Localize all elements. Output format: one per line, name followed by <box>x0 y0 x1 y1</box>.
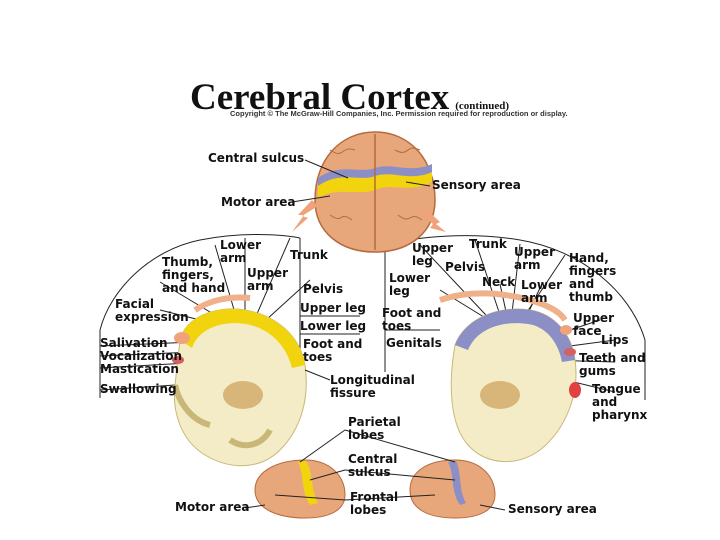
label-motor-pelvis: Pelvis <box>303 282 344 296</box>
label-sensory-area-top: Sensory area <box>432 178 521 192</box>
label-sensory-pelvis: Pelvis <box>445 260 486 274</box>
label-central-sulcus-top: Central sulcus <box>208 151 305 165</box>
label-sensory-foot: Foot and toes <box>382 306 442 333</box>
label-motor-upper-arm: Upper arm <box>247 266 288 293</box>
label-motor-lower-arm: Lower arm <box>220 238 262 265</box>
label-motor-swallowing: Swallowing <box>100 382 177 396</box>
label-longitudinal-fissure: Longitudinal fissure <box>330 373 415 400</box>
label-sensory-upper-leg: Upper leg <box>412 241 453 268</box>
bottom-left-brain <box>254 459 346 519</box>
copyright-notice: Copyright © The McGraw-Hill Companies, I… <box>230 109 568 118</box>
label-sensory-upper-arm: Upper arm <box>514 245 555 272</box>
label-sensory-lips: Lips <box>601 333 629 347</box>
label-motor-salivation: Salivation <box>100 336 168 350</box>
sensory-hemisphere <box>439 290 581 462</box>
top-brain <box>314 131 436 253</box>
label-motor-area-bottom: Motor area <box>175 500 250 514</box>
label-motor-area-top: Motor area <box>221 195 296 209</box>
label-sensory-area-bottom: Sensory area <box>508 502 597 516</box>
page-title: Cerebral Cortex (continued) <box>190 76 509 119</box>
label-motor-trunk: Trunk <box>290 248 328 262</box>
arrow-left <box>292 200 318 232</box>
label-parietal-lobes: Parietal lobes <box>348 415 401 442</box>
bottom-pointers <box>244 369 506 511</box>
label-sensory-upper-face: Upper face <box>573 311 614 338</box>
label-frontal-lobes: Frontal lobes <box>350 490 399 517</box>
label-sensory-trunk: Trunk <box>469 237 507 251</box>
label-sensory-neck: Neck <box>482 275 516 289</box>
label-motor-thumb: Thumb, fingers, and hand <box>162 255 226 295</box>
label-sensory-lower-arm: Lower arm <box>521 278 563 305</box>
label-motor-vocalization: Vocalization <box>100 349 183 363</box>
label-motor-mastication: Mastication <box>100 362 179 376</box>
bottom-right-brain <box>409 459 496 519</box>
label-motor-facial: Facial expression <box>115 297 189 324</box>
title-suffix: (continued) <box>455 100 510 112</box>
label-motor-foot: Foot and toes <box>303 337 363 364</box>
top-pointers <box>291 159 431 203</box>
motor-hemisphere <box>172 294 307 467</box>
label-motor-upper-leg: Upper leg <box>300 301 366 315</box>
label-central-sulcus-bottom: Central sulcus <box>348 452 398 479</box>
label-sensory-hand: Hand, fingers and thumb <box>569 251 617 304</box>
title-main: Cerebral Cortex <box>190 77 450 118</box>
label-sensory-tongue: Tongue and pharynx <box>592 382 648 422</box>
label-sensory-teeth: Teeth and gums <box>579 351 646 378</box>
label-sensory-lower-leg: Lower leg <box>389 271 431 298</box>
label-motor-lower-leg: Lower leg <box>300 319 367 333</box>
label-sensory-genitals: Genitals <box>386 336 442 350</box>
arrow-right <box>420 208 446 232</box>
